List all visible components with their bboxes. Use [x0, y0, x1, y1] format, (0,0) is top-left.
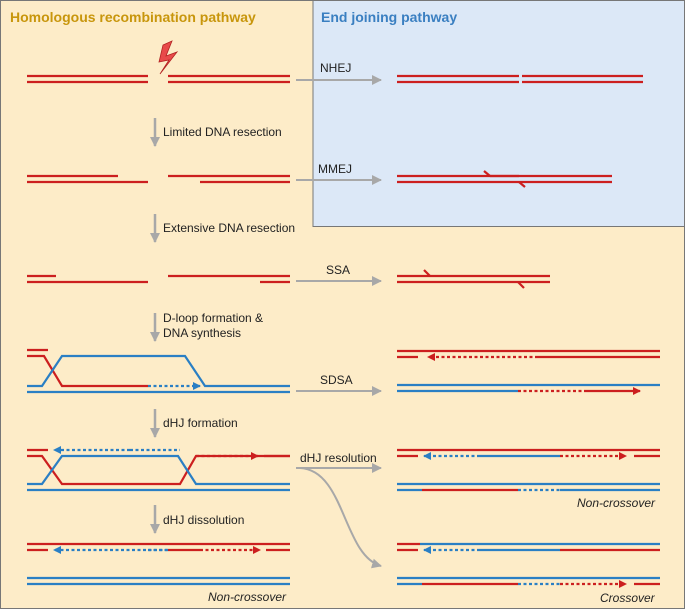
ej-background [312, 0, 685, 227]
dna-resolution-crossover [397, 542, 660, 588]
dna-row-extensive-resection [27, 274, 290, 284]
dna-resolution-noncrossover [397, 448, 660, 492]
step-dloop-line1: D-loop formation & [163, 311, 264, 325]
ej-title: End joining pathway [321, 9, 458, 25]
pathway-nhej: NHEJ [320, 61, 352, 75]
outcome-noncrossover-resolution: Non-crossover [577, 496, 656, 510]
dna-row-break [27, 74, 290, 84]
lightning-bolt-icon [158, 40, 179, 75]
pathway-sdsa: SDSA [320, 373, 353, 387]
dna-ssa-product [397, 269, 550, 289]
step-limited-resection: Limited DNA resection [163, 125, 282, 139]
dna-row-dhj [27, 446, 290, 492]
outcome-noncrossover-dissolution: Non-crossover [208, 590, 287, 604]
hr-title: Homologous recombination pathway [10, 9, 256, 25]
dna-sdsa-product [397, 349, 660, 395]
step-dhj-formation: dHJ formation [163, 416, 238, 430]
step-extensive-resection: Extensive DNA resection [163, 221, 296, 235]
pathway-arrows [296, 75, 382, 569]
pathway-mmej: MMEJ [318, 162, 352, 176]
dna-dissolution-product [27, 542, 290, 586]
outcome-crossover: Crossover [600, 591, 655, 605]
dna-row-dloop [27, 348, 290, 394]
dna-mmej-product [397, 170, 612, 188]
pathway-ssa: SSA [326, 263, 351, 277]
pathway-dhj-resolution: dHJ resolution [300, 451, 377, 465]
step-dhj-dissolution: dHJ dissolution [163, 513, 245, 527]
step-dloop-line2: DNA synthesis [163, 326, 242, 340]
dna-nhej-product [397, 74, 643, 84]
dna-row-limited-resection [27, 174, 290, 184]
